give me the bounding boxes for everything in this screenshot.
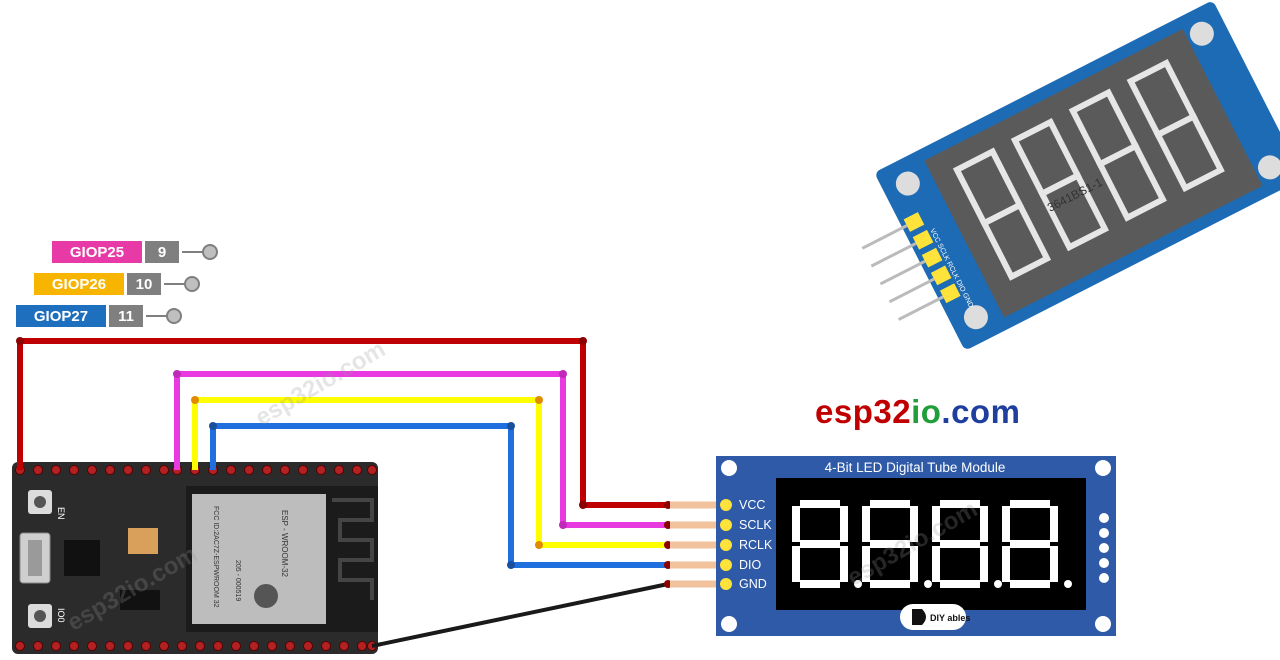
module-title: 4-Bit LED Digital Tube Module (824, 460, 1006, 475)
module-pin-sclk: SCLK (739, 518, 772, 532)
pin-label-giop25: GIOP25 9 (52, 241, 179, 263)
tube-module (716, 456, 1116, 636)
gpio-number: 10 (127, 273, 161, 295)
module-pin-gnd: GND (739, 577, 767, 591)
fcc-text: FCC ID:2AC7Z-ESPWROOM 32 (212, 506, 219, 608)
diyables-logo-text: DIY ables (930, 613, 970, 623)
pin-label-connectors (146, 244, 218, 324)
gpio-name: GIOP25 (52, 241, 142, 263)
module-pin-vcc: VCC (739, 498, 766, 512)
code-text: 205 - 000519 (234, 560, 241, 601)
brand-logo: esp32io.com (815, 393, 1020, 431)
gpio-number: 9 (145, 241, 179, 263)
esp32-io0-label: IO0 (56, 608, 66, 623)
wroom-text: ESP - WROOM-32 (280, 510, 289, 578)
brand-part-com: .com (941, 393, 1021, 430)
pin-label-giop27: GIOP27 11 (16, 305, 143, 327)
gpio-name: GIOP26 (34, 273, 124, 295)
gpio-name: GIOP27 (16, 305, 106, 327)
module-pin-rclk: RCLK (739, 538, 773, 552)
brand-part-io: io (911, 393, 942, 430)
esp32-en-label: EN (56, 507, 66, 520)
digit-segments (792, 500, 1072, 588)
module-pin-leads (670, 501, 722, 588)
module-pin-dio: DIO (739, 558, 762, 572)
esp32-board (12, 462, 378, 654)
gpio-number: 11 (109, 305, 143, 327)
esp32-bottom-header (15, 641, 377, 651)
pin-label-giop26: GIOP26 10 (34, 273, 161, 295)
brand-part-esp32: esp32 (815, 393, 912, 430)
module-photo (861, 2, 1280, 349)
wire-gnd (371, 582, 669, 648)
